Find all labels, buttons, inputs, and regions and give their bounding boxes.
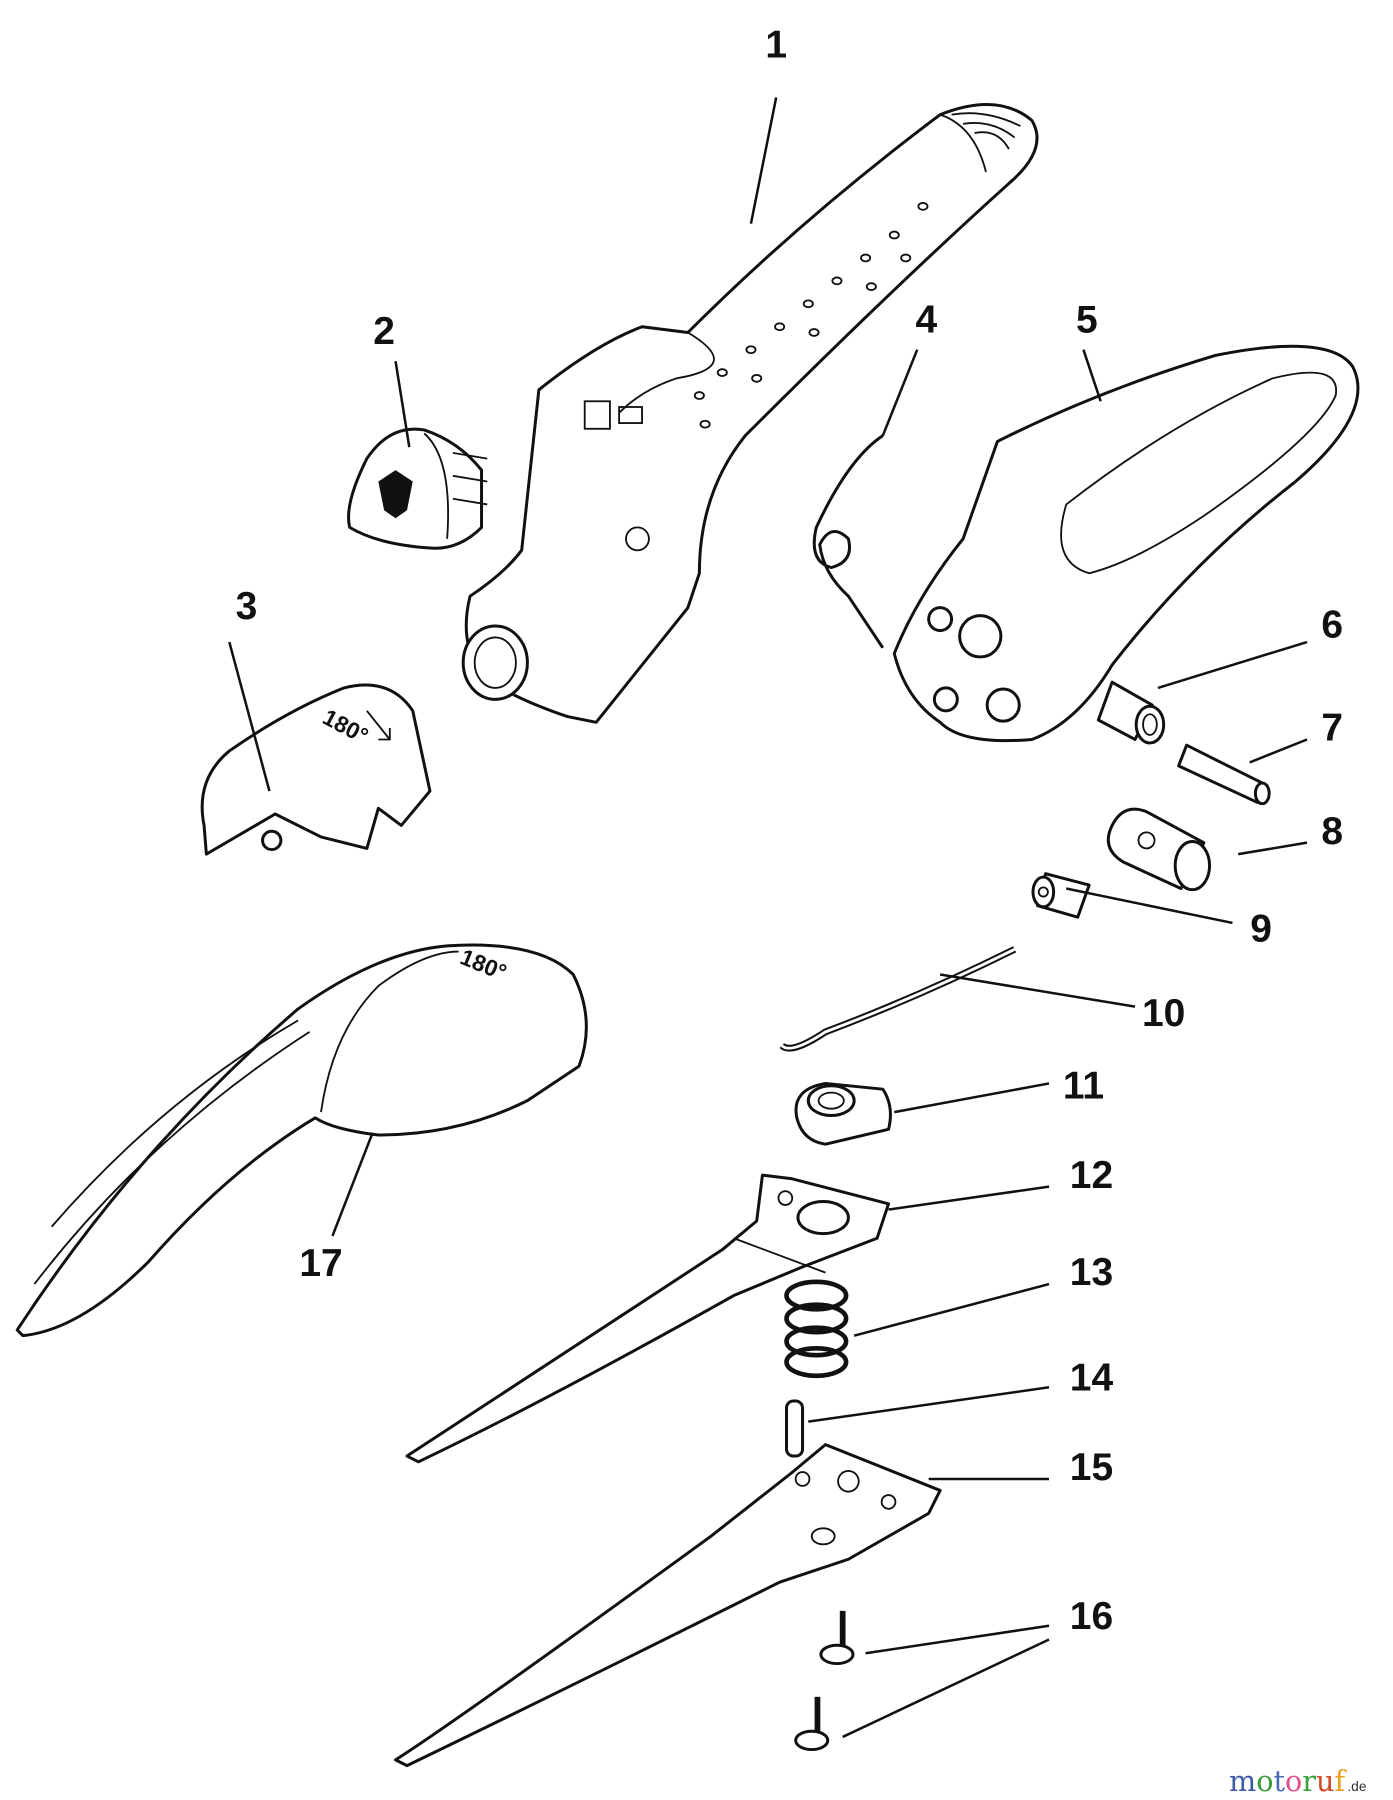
callout-9: 9 xyxy=(1250,907,1272,950)
callout-5: 5 xyxy=(1076,298,1098,341)
watermark-logo: motoruf.de xyxy=(1229,1764,1367,1798)
part-17-shrub-blade-cover: 180° xyxy=(15,943,588,1338)
part-10-push-rod xyxy=(779,946,1017,1052)
callout-4: 4 xyxy=(916,298,938,341)
part-2-switch-button xyxy=(347,427,488,550)
fox-logo-icon xyxy=(378,470,413,519)
callout-12: 12 xyxy=(1070,1154,1113,1197)
callout-7: 7 xyxy=(1321,707,1343,750)
callout-8: 8 xyxy=(1321,810,1343,853)
part-16-screws xyxy=(794,1610,855,1752)
part-11-eccentric-cam xyxy=(794,1081,892,1146)
callout-15: 15 xyxy=(1070,1446,1113,1489)
callout-14: 14 xyxy=(1070,1357,1114,1400)
callout-10: 10 xyxy=(1142,992,1185,1035)
part-8-cross-bushing xyxy=(1106,807,1212,892)
part-15-lower-blade xyxy=(394,1443,942,1768)
callout-6: 6 xyxy=(1321,603,1343,646)
part-3-blade-cover: 180° xyxy=(200,683,432,856)
watermark-text: motoruf.de xyxy=(1229,1764,1367,1798)
callout-1: 1 xyxy=(765,23,787,66)
callout-11: 11 xyxy=(1063,1064,1104,1107)
part-4-spring-wire xyxy=(812,434,885,649)
part-1-handle xyxy=(461,102,1039,724)
part-5-trigger-lever xyxy=(892,344,1360,743)
part-9-small-bushing xyxy=(1031,872,1091,919)
callout-3: 3 xyxy=(236,585,258,628)
leader-lines xyxy=(228,97,1308,1739)
callout-13: 13 xyxy=(1070,1251,1113,1294)
part-6-sleeve xyxy=(1096,680,1166,745)
callout-17: 17 xyxy=(299,1242,342,1285)
part-7-pin xyxy=(1177,743,1271,806)
part-14-dowel-pin xyxy=(785,1399,805,1458)
part-12-upper-blade xyxy=(405,1173,891,1464)
callouts: 1 2 3 4 5 6 7 8 9 10 11 12 13 14 15 16 1… xyxy=(236,23,1343,1638)
grip-holes xyxy=(693,202,929,429)
callout-2: 2 xyxy=(373,310,395,353)
part-13-compression-spring xyxy=(784,1279,849,1379)
callout-16: 16 xyxy=(1070,1595,1113,1638)
